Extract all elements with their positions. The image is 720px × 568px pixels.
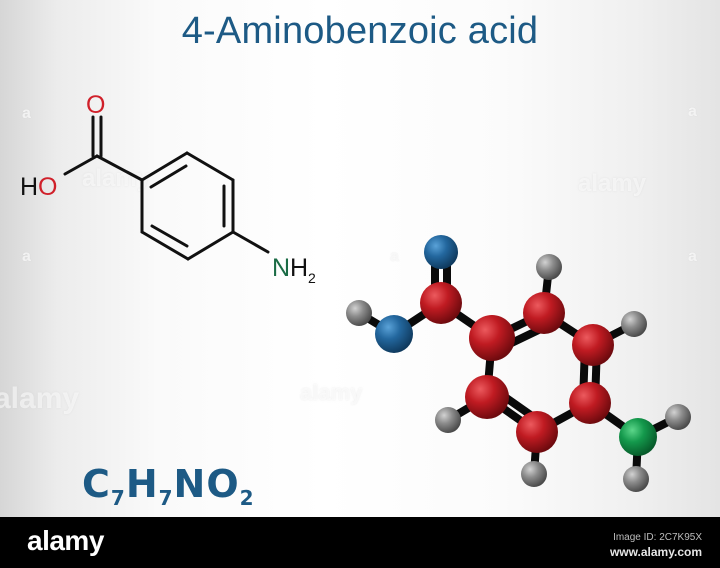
oxygen-atom <box>424 235 458 269</box>
footer-bar: alamy Image ID: 2C7K95X www.alamy.com <box>0 517 720 568</box>
alamy-logo: alamy <box>27 525 104 556</box>
site-url: www.alamy.com <box>609 545 702 559</box>
hydrogen-atom <box>521 461 547 487</box>
page-title: 4-Aminobenzoic acid <box>181 10 539 52</box>
hydrogen-atom <box>623 466 649 492</box>
carbon-atom <box>469 315 515 361</box>
hydrogen-atom <box>435 407 461 433</box>
carbon-atom <box>465 375 509 419</box>
molecular-formula: C7H7NO2 <box>82 462 255 510</box>
image-canvas: alamy alamy alamy alamy a a a a a 4-Amin… <box>0 0 720 517</box>
amine-h-label: H <box>290 254 308 282</box>
watermark: a <box>390 248 399 265</box>
hydroxyl-o-label: O <box>38 173 57 201</box>
watermark: a <box>22 248 31 265</box>
hydrogen-atom <box>665 404 691 430</box>
atoms <box>346 235 691 492</box>
carbon-atom <box>572 324 614 366</box>
carbon-atom <box>420 282 462 324</box>
amine-subscript: 2 <box>308 270 316 286</box>
watermark: alamy <box>0 382 80 415</box>
watermark: a <box>688 103 697 120</box>
watermark: a <box>688 248 697 265</box>
hydroxyl-h-label: H <box>20 173 38 201</box>
oxygen-atom <box>375 315 413 353</box>
carbon-atom <box>523 292 565 334</box>
hydrogen-atom <box>621 311 647 337</box>
watermark: alamy <box>300 380 363 405</box>
molecule-illustration: O H O N H 2 <box>20 91 691 492</box>
hydrogen-atom <box>536 254 562 280</box>
hydrogen-atom <box>346 300 372 326</box>
carbon-atom <box>569 382 611 424</box>
skeletal-formula <box>63 115 270 261</box>
carbonyl-oxygen-label: O <box>86 91 105 119</box>
watermark: alamy <box>578 170 647 197</box>
nitrogen-atom <box>619 418 657 456</box>
watermark: a <box>22 105 31 122</box>
carbon-atom <box>516 411 558 453</box>
amine-n-label: N <box>272 254 290 282</box>
image-id: Image ID: 2C7K95X <box>613 532 702 543</box>
